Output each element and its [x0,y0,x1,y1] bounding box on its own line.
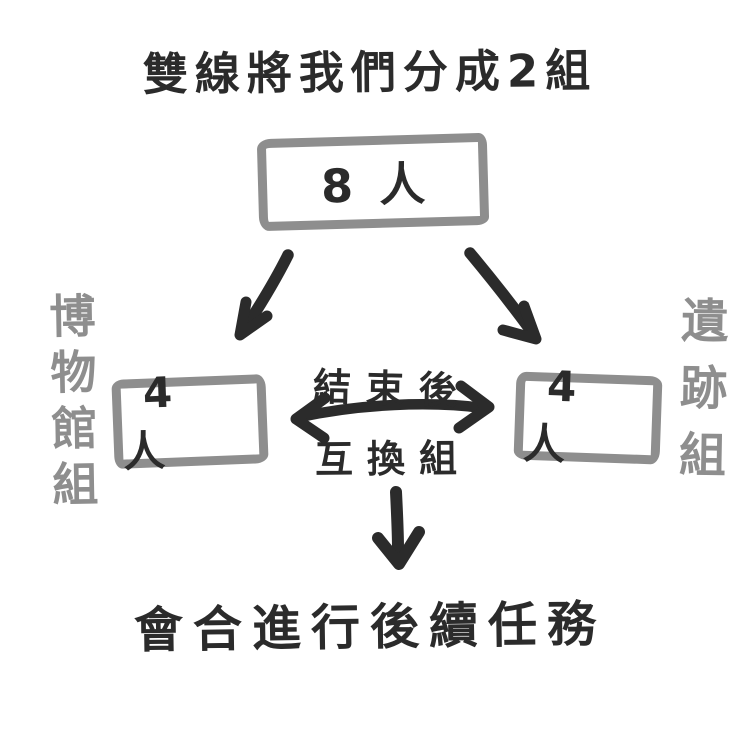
total-group-box: 8人 [256,132,490,232]
exchange-note-line1: 結束後 [312,364,473,414]
museum-group-box: 4人 [111,366,269,476]
total-group-label: 8人 [320,155,452,214]
arrow-down-right-icon [464,247,542,345]
follow-up-note: 會合進行後續任務 [133,595,607,660]
diagram-title: 雙線將我們分成2組 [142,44,598,101]
arrow-down-icon [372,486,425,570]
museum-group-count-label: 4人 [122,366,196,477]
ruins-group-side-label: 遺跡組 [669,295,728,498]
ruins-group-count-label: 4人 [522,361,600,470]
museum-group-side-label: 博物館組 [42,291,100,517]
ruins-group-box: 4人 [513,362,663,470]
arrow-down-left-icon [234,249,294,341]
exchange-note-line2: 互換組 [314,436,472,482]
